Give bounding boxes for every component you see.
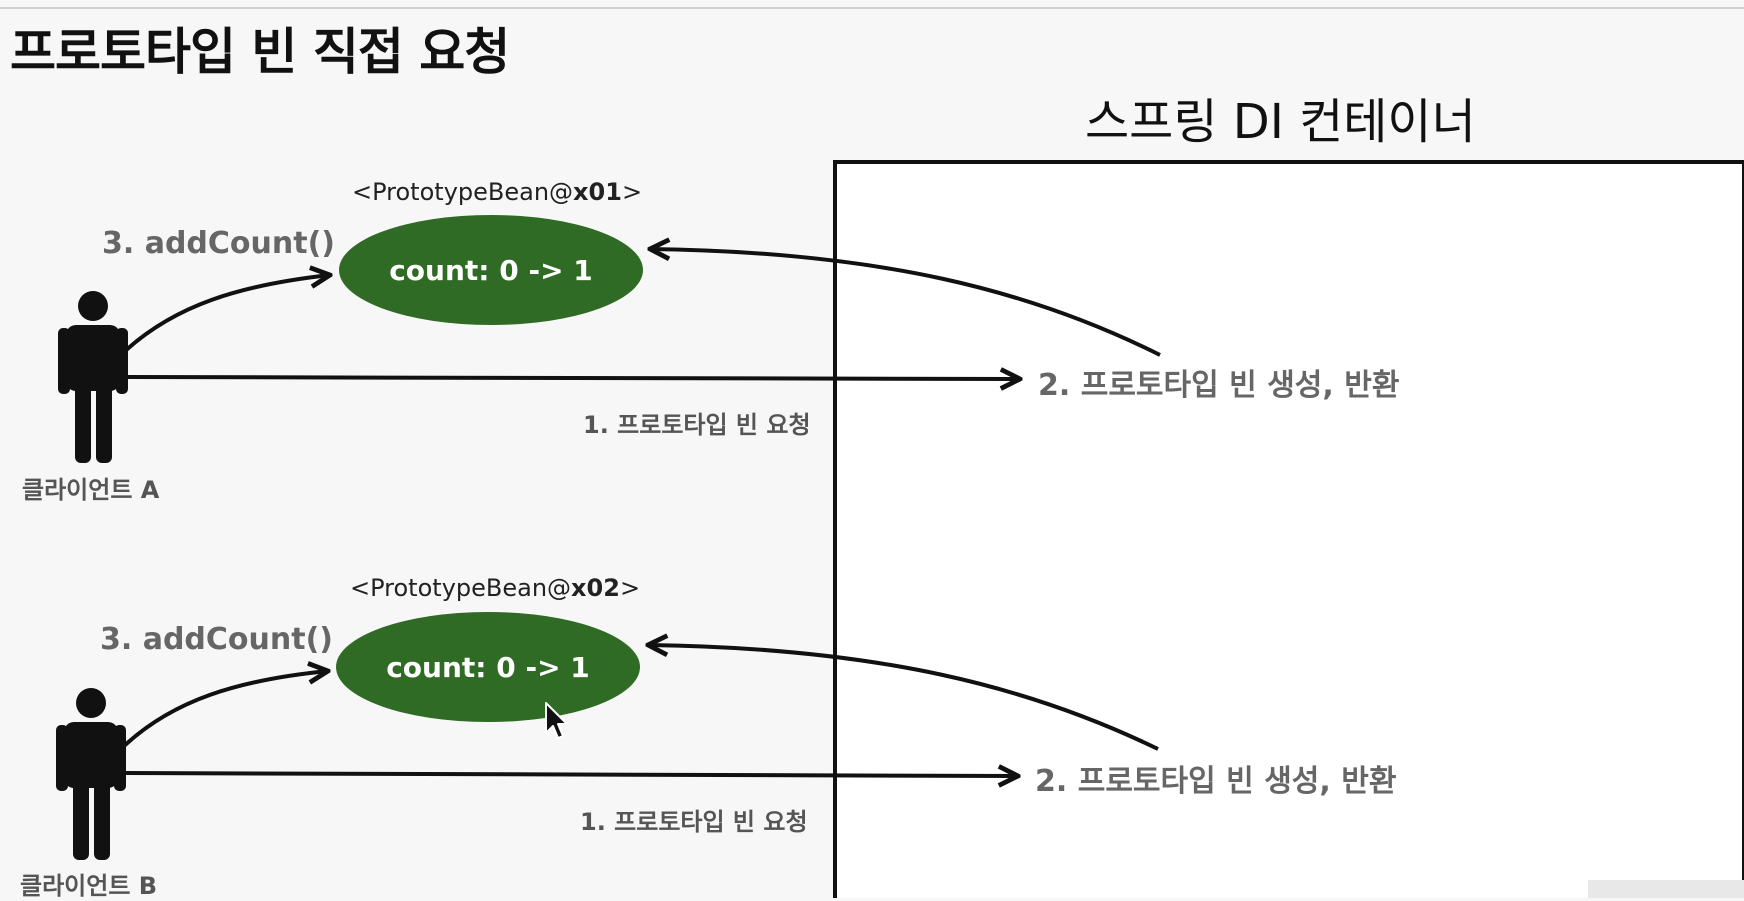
client-a-group: count: 0 -> 1 <box>58 215 1161 463</box>
corner-overlay <box>1588 880 1744 898</box>
bean-ellipse <box>336 612 640 722</box>
person-icon <box>56 688 126 860</box>
request-arrow <box>123 377 1020 379</box>
bean-count-text: count: 0 -> 1 <box>386 651 590 684</box>
client-b-group: count: 0 -> 1 <box>56 612 1159 860</box>
request-label: 1. 프로토타입 빈 요청 <box>580 808 808 836</box>
add-count-arrow <box>122 275 330 354</box>
client-a-label: 클라이언트 A <box>22 476 160 504</box>
bean-id-label: <PrototypeBean@x02> <box>350 574 641 602</box>
container-title: 스프링 DI 컨테이너 <box>1085 94 1476 150</box>
add-count-label: 3. addCount() <box>102 226 336 261</box>
add-count-arrow <box>120 671 328 750</box>
client-b-label: 클라이언트 B <box>20 872 158 900</box>
bean-ellipse <box>339 215 643 325</box>
add-count-label: 3. addCount() <box>100 622 334 657</box>
return-arrow <box>648 645 1159 751</box>
return-arrow <box>650 249 1161 357</box>
bean-id-label: <PrototypeBean@x01> <box>352 178 643 206</box>
create-return-label: 2. 프로토타입 빈 생성, 반환 <box>1035 764 1397 799</box>
create-return-label: 2. 프로토타입 빈 생성, 반환 <box>1038 368 1400 403</box>
bean-count-text: count: 0 -> 1 <box>389 254 593 287</box>
person-icon <box>58 291 128 463</box>
request-label: 1. 프로토타입 빈 요청 <box>583 411 811 439</box>
request-arrow <box>121 773 1018 776</box>
mouse-cursor-icon <box>545 702 568 739</box>
page-title: 프로토타입 빈 직접 요청 <box>10 23 510 81</box>
